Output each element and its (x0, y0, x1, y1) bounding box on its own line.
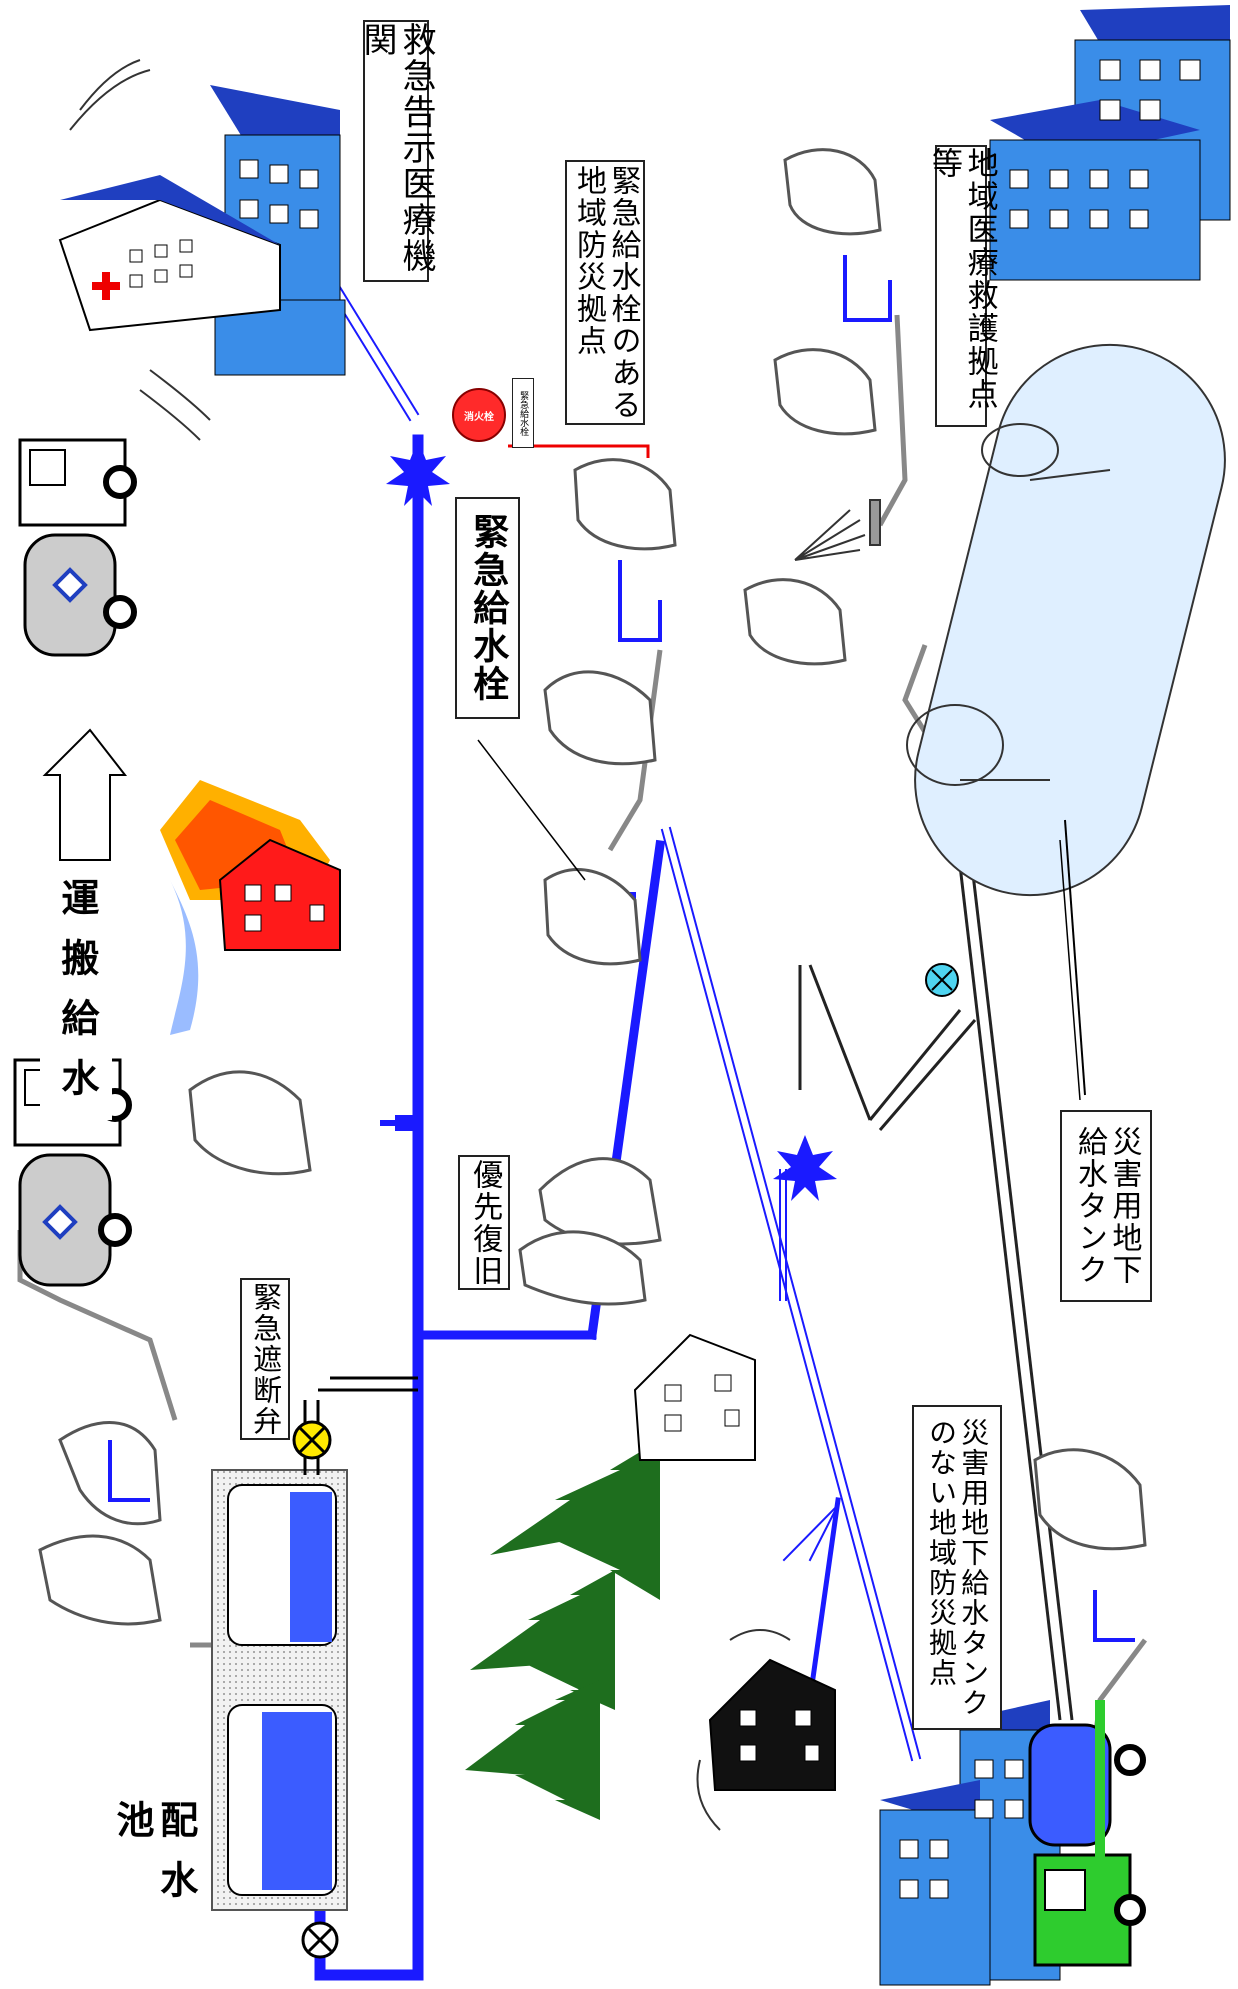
label-no-tank-site: 災害用地下給水タンク のない地域防災拠点 (912, 1405, 1002, 1730)
burst-icon (386, 440, 837, 1201)
house-on-fire-icon (160, 780, 340, 1035)
label-hydrant: 緊急給水栓 (455, 497, 520, 719)
label-reservoir: 配水池 (118, 1800, 188, 1970)
label-hydrant-site: 緊急給水栓のある 地域防災拠点 (565, 160, 645, 425)
tree-icon (465, 1440, 660, 1820)
label-disaster-tank: 災害用地下 給水タンク (1060, 1110, 1152, 1302)
label-hospital: 救急告示医療機関 (363, 20, 429, 282)
vibration-lines (70, 60, 790, 1830)
black-house-icon (710, 1660, 835, 1790)
fire-hydrant-seal-icon: 消火栓 (452, 388, 506, 442)
transport-arrow-icon (45, 730, 125, 860)
label-transport-water: 運搬給水 (40, 875, 112, 1120)
outlet-valve-icon (303, 1923, 337, 1957)
label-shutoff-valve: 緊急遮断弁 (240, 1278, 290, 1440)
shutoff-valve-icon (294, 1422, 330, 1458)
green-truck-icon (1030, 1700, 1143, 1965)
medical-post-building-icon (990, 5, 1230, 280)
hydrant-tap-icons (380, 737, 967, 1131)
hospital-building-icon (60, 85, 345, 375)
tanker-truck-icon (20, 440, 134, 655)
hydrant-plate: 緊急給水栓 (512, 378, 534, 448)
label-medical-post: 地域医療救護拠点等 (935, 145, 987, 427)
sprinkler-icon (795, 500, 880, 560)
label-priority-restore: 優先復旧 (458, 1155, 510, 1290)
house-icon (635, 1335, 755, 1460)
